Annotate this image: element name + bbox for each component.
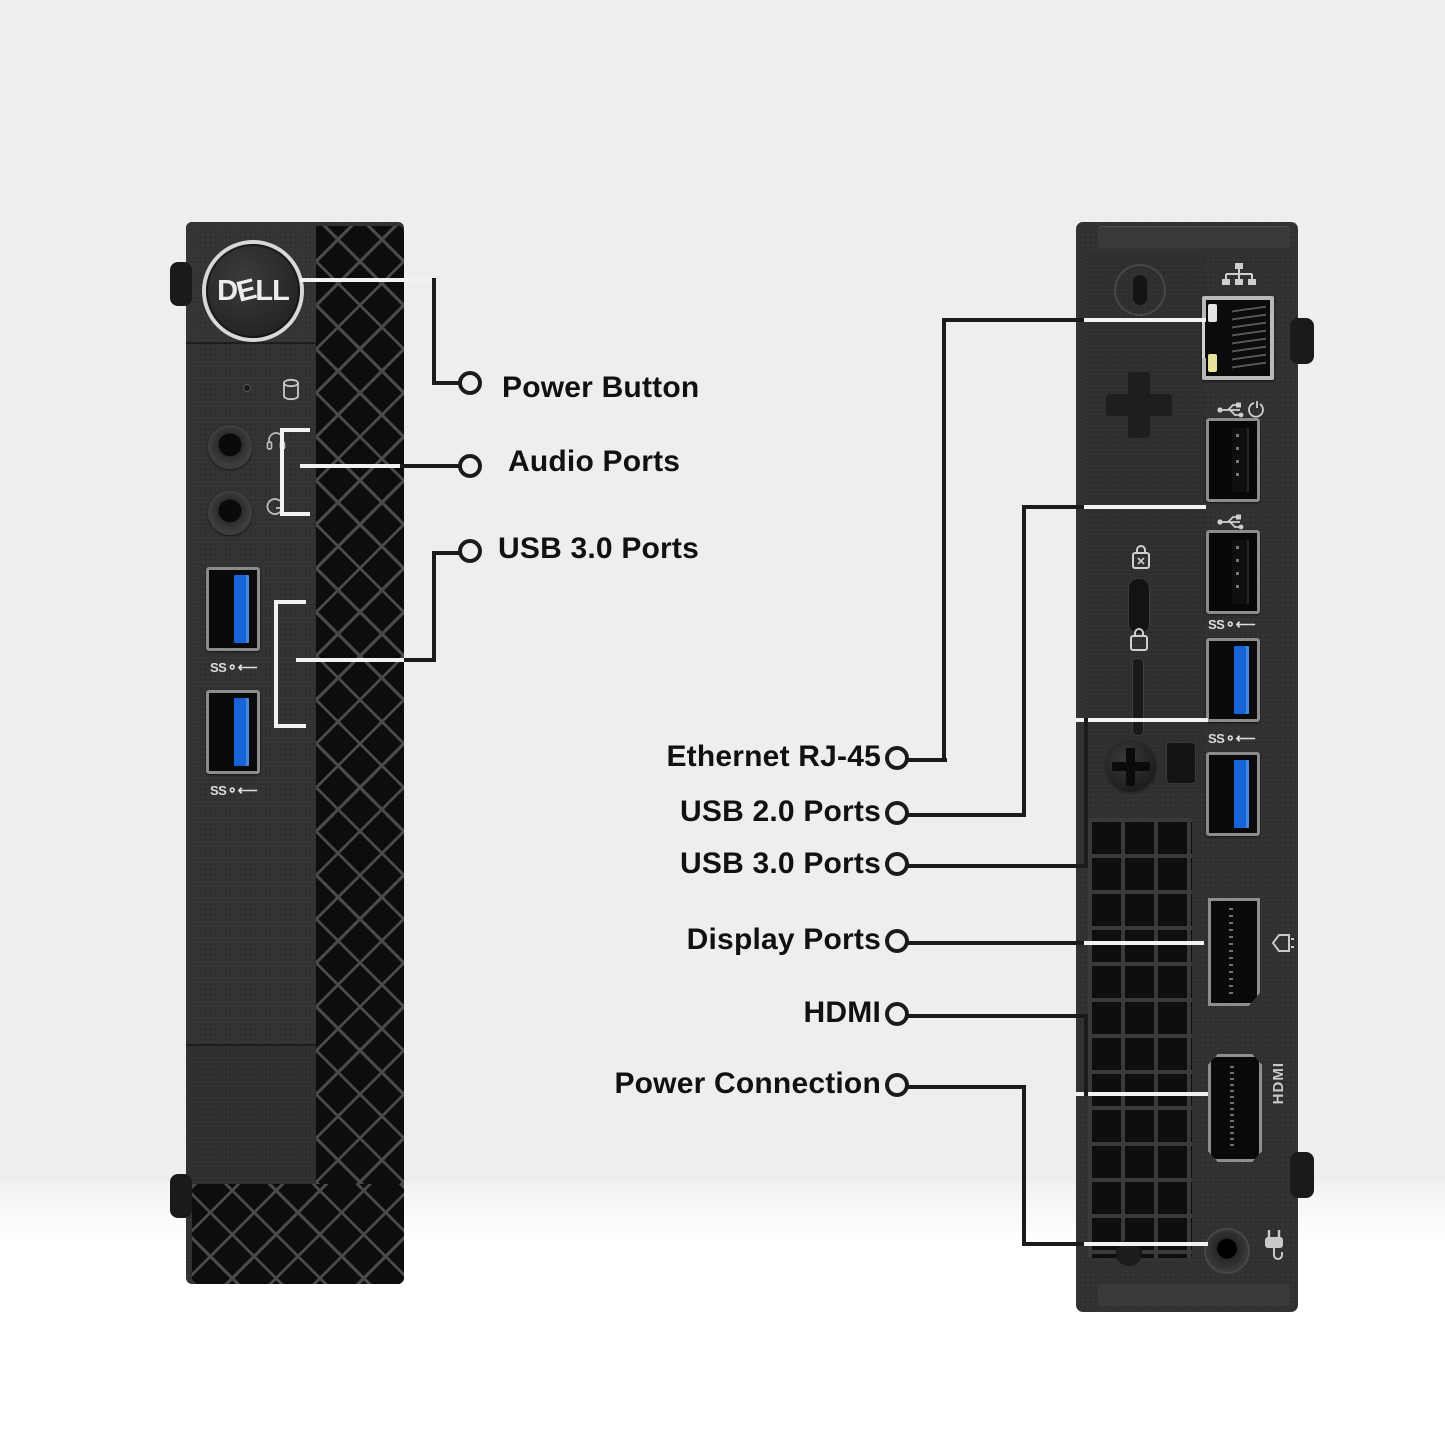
front-foot-bottom [170, 1174, 192, 1218]
leader-ethernet-white [1076, 318, 1206, 322]
leader-audio-h [400, 464, 468, 468]
marker-usb3-rear[interactable] [889, 856, 905, 872]
leader-hdmi-v [1084, 1014, 1088, 1096]
dell-wordmark: DELL [217, 273, 290, 309]
leader-power-white [300, 278, 436, 282]
power-jack[interactable] [1204, 1228, 1250, 1274]
leader-usb2-v [1022, 505, 1026, 815]
dell-logo: DELL [206, 244, 300, 338]
hdmi-port[interactable] [1208, 1054, 1262, 1162]
leader-usb2-h-bot [903, 813, 1026, 817]
hard-drive-icon [283, 378, 299, 401]
network-icon [1222, 263, 1256, 285]
leader-usb3-rear-h-bot [903, 864, 1088, 868]
rear-bottom-rail [1098, 1284, 1290, 1306]
power-plug-icon [1265, 1230, 1283, 1260]
rear-top-rail [1098, 226, 1290, 248]
label-audio-ports: Audio Ports [508, 445, 681, 478]
leader-usb2-white [1076, 505, 1206, 509]
leader-dp-white [1076, 941, 1204, 945]
plate-emboss [1106, 372, 1172, 438]
marker-audio-ports[interactable] [462, 458, 478, 474]
leader-audio-white [300, 464, 436, 468]
rear-usb2-port-bottom[interactable] [1206, 530, 1260, 614]
marker-power-connection[interactable] [889, 1077, 905, 1093]
leader-power-h [432, 381, 468, 385]
marker-usb2[interactable] [889, 805, 905, 821]
marker-display-ports[interactable] [889, 933, 905, 949]
rear-usb3-port-top[interactable] [1206, 638, 1260, 722]
label-usb3-rear: USB 3.0 Ports [680, 847, 881, 880]
leader-power-v [432, 278, 436, 385]
rear-access-plate [1084, 252, 1204, 792]
rear-usb3-ss-marking-bottom: SS⚬⟵ [1208, 730, 1256, 746]
label-ethernet-rj45: Ethernet RJ-45 [666, 740, 881, 773]
leader-usb3-front-h2 [432, 551, 468, 555]
leader-power-conn-white [1076, 1242, 1208, 1246]
leader-audio-bracket [280, 428, 310, 516]
leader-dp-h [903, 941, 1084, 945]
leader-usb2-h-top [1022, 505, 1084, 509]
leader-power-conn-h-bot [1022, 1242, 1084, 1246]
headphone-jack[interactable] [208, 425, 252, 469]
padlock-icon [1130, 628, 1148, 651]
hdmi-port-marking: HDMI [1270, 1062, 1287, 1105]
headset-jack[interactable] [208, 491, 252, 535]
status-led-indicator [243, 384, 251, 392]
label-display-ports: Display Ports [686, 923, 881, 956]
leader-usb3-rear-v [1084, 718, 1088, 866]
usb-powershare-icon [1217, 401, 1264, 418]
leader-ethernet-h-top [942, 318, 1084, 322]
rear-screw-tab [1166, 742, 1196, 784]
leader-usb3-front-bracket [274, 600, 306, 728]
front-bottom-vent-mesh [192, 1184, 404, 1284]
rear-usb3-port-bottom[interactable] [1206, 752, 1260, 836]
leader-power-conn-v [1022, 1085, 1026, 1245]
label-power-connection: Power Connection [614, 1067, 881, 1100]
leader-power-conn-h-top [903, 1085, 1026, 1089]
usb3-ss-marking-top: SS⚬⟵ [210, 659, 258, 675]
leader-hdmi-h [903, 1014, 1088, 1018]
front-usb3-port-bottom[interactable] [206, 690, 260, 774]
label-power-button: Power Button [502, 371, 700, 404]
front-usb3-port-top[interactable] [206, 567, 260, 651]
label-usb3-front: USB 3.0 Ports [498, 532, 699, 565]
front-foot-top [170, 262, 192, 306]
front-logo-plate [186, 1044, 316, 1184]
rear-usb3-ss-marking-top: SS⚬⟵ [1208, 616, 1256, 632]
marker-ethernet[interactable] [889, 750, 905, 766]
rear-usb2-port-top[interactable] [1206, 418, 1260, 502]
front-vent-mesh [316, 226, 404, 1184]
rear-foot-bottom [1290, 1152, 1314, 1198]
front-panel-view: SS⚬⟵ SS⚬⟵ DELL [170, 222, 404, 1284]
leader-ethernet-v [942, 318, 946, 760]
rear-panel-view: SS⚬⟵ SS⚬⟵ HDMI [1076, 222, 1314, 1312]
padlock-loop-slot [1132, 658, 1144, 736]
rj45-ethernet-port[interactable] [1202, 296, 1274, 380]
usb-icon [1217, 514, 1244, 530]
rear-vent-grid [1088, 818, 1192, 1258]
leader-ethernet-h-end [903, 758, 947, 762]
rear-thumbscrew[interactable] [1104, 740, 1158, 794]
leader-usb3-front-h1 [404, 658, 436, 662]
leader-usb3-rear-white [1076, 718, 1208, 722]
leader-hdmi-white [1076, 1092, 1208, 1096]
leader-usb3-front-v [432, 551, 436, 661]
marker-power-button[interactable] [462, 375, 478, 391]
marker-usb3-front[interactable] [462, 543, 478, 559]
label-usb2-ports: USB 2.0 Ports [680, 795, 881, 828]
kensington-lock-slot [1128, 578, 1150, 634]
usb3-ss-marking-bottom: SS⚬⟵ [210, 782, 258, 798]
displayport-port[interactable] [1208, 898, 1260, 1006]
label-hdmi: HDMI [803, 996, 881, 1029]
antenna-knockout [1114, 264, 1166, 316]
marker-hdmi[interactable] [889, 1006, 905, 1022]
rear-foot-top [1290, 318, 1314, 364]
leader-usb3-front-white [296, 658, 436, 662]
displayport-icon [1271, 934, 1294, 952]
kensington-lock-icon [1132, 545, 1150, 569]
